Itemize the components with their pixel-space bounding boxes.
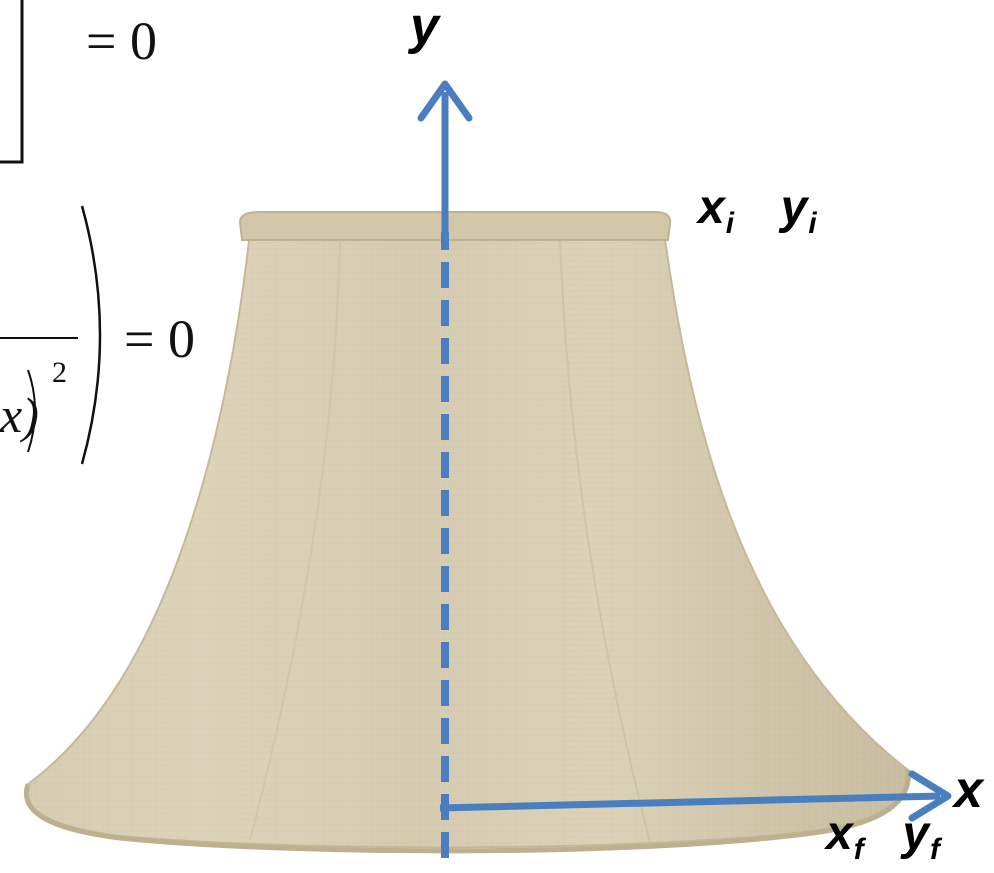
lamp-shade-top-rim <box>238 211 672 241</box>
final-x: x <box>826 807 853 860</box>
initial-y: y <box>780 181 808 234</box>
top-equation-bracket <box>0 0 24 164</box>
middle-equation-left-paren <box>80 205 102 465</box>
initial-x: x <box>698 181 725 234</box>
x-axis-label: x <box>954 761 983 819</box>
denominator-exponent: 2 <box>52 356 67 389</box>
denominator-paren <box>27 369 36 453</box>
y-axis-label: y <box>410 0 439 55</box>
final-y-sub: f <box>930 833 940 867</box>
top-equation-rhs: = 0 <box>86 11 157 71</box>
initial-x-sub: i <box>725 207 734 241</box>
denominator-fragment: x) <box>0 387 39 443</box>
initial-point-label: xi yi <box>698 180 817 241</box>
middle-equation-rhs: = 0 <box>124 309 195 369</box>
lamp-shade <box>23 211 911 854</box>
initial-y-sub: i <box>808 207 817 241</box>
y-axis-arrowhead <box>417 80 473 122</box>
x-axis <box>439 792 941 812</box>
lamp-shade-bottom-rim <box>23 769 911 854</box>
final-point-label: xf yf <box>826 806 940 867</box>
final-y: y <box>902 807 930 860</box>
x-axis-arrowhead <box>908 770 952 822</box>
final-x-sub: f <box>853 833 864 867</box>
